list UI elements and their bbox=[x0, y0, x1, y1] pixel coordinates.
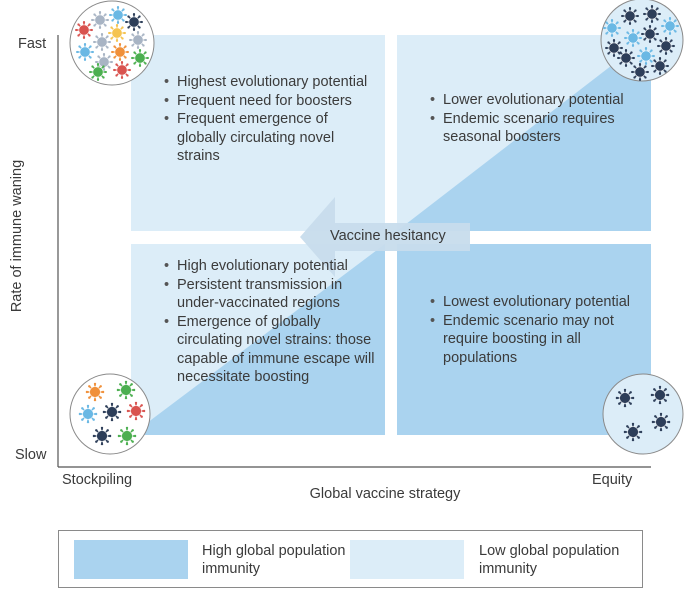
vaccine-hesitancy-label: Vaccine hesitancy bbox=[330, 228, 446, 244]
virus-particle bbox=[637, 47, 655, 65]
virus-particle bbox=[109, 6, 127, 24]
virus-particle bbox=[651, 57, 669, 75]
list-item: Endemic scenario may not require boostin… bbox=[430, 312, 644, 368]
legend-label-high: High global population immunity bbox=[202, 543, 346, 577]
virus-particle bbox=[603, 19, 621, 37]
virus-particle bbox=[76, 43, 94, 61]
virus-particle bbox=[89, 63, 107, 81]
x-axis-left-label: Stockpiling bbox=[62, 472, 133, 488]
virus-particle bbox=[117, 426, 137, 446]
virus-particle bbox=[125, 13, 143, 31]
few-virus-icon bbox=[602, 373, 684, 455]
list-item: High evolutionary potential bbox=[164, 257, 381, 276]
many-similar-virus-icon bbox=[600, 0, 684, 82]
list-item: Persistent transmission in under-vaccina… bbox=[164, 276, 381, 313]
x-axis-title: Global vaccine strategy bbox=[309, 486, 461, 502]
legend: High global population immunity Low glob… bbox=[58, 530, 643, 588]
mixed-virus-strains-icon bbox=[69, 373, 151, 455]
list-item: Lower evolutionary potential bbox=[430, 91, 644, 110]
y-axis-bottom-label: Slow bbox=[15, 447, 47, 463]
virus-particle bbox=[643, 5, 661, 23]
virus-particle bbox=[621, 7, 639, 25]
virus-particle bbox=[661, 17, 679, 35]
diverse-virus-strains-icon bbox=[69, 0, 155, 86]
virus-particle bbox=[92, 426, 112, 446]
virus-particle bbox=[129, 31, 147, 49]
virus-particle bbox=[85, 382, 105, 402]
virus-particle bbox=[617, 49, 635, 67]
virus-particle bbox=[615, 388, 635, 408]
virus-particle bbox=[624, 29, 642, 47]
virus-particle bbox=[91, 11, 109, 29]
virus-particle bbox=[605, 39, 623, 57]
list-item: Emergence of globally circulating novel … bbox=[164, 313, 381, 387]
list-item: Endemic scenario requires seasonal boost… bbox=[430, 110, 644, 147]
legend-swatch-high bbox=[74, 540, 188, 579]
list-item: Frequent emergence of globally circulati… bbox=[164, 110, 378, 166]
virus-particle bbox=[102, 402, 122, 422]
legend-swatch-low bbox=[350, 540, 464, 579]
virus-particle bbox=[650, 385, 670, 405]
quadrant-top-right-text: Lower evolutionary potential Endemic sce… bbox=[429, 91, 644, 147]
y-axis-title: Rate of immune waning bbox=[9, 159, 25, 313]
legend-label-low: Low global population immunity bbox=[479, 543, 620, 577]
virus-particle bbox=[108, 24, 126, 42]
quadrant-bottom-right-text: Lowest evolutionary potential Endemic sc… bbox=[429, 293, 644, 367]
virus-particle bbox=[641, 25, 659, 43]
virus-particle bbox=[116, 380, 136, 400]
virus-particle bbox=[113, 61, 131, 79]
virus-particle bbox=[126, 401, 146, 421]
virus-particle bbox=[131, 49, 149, 67]
y-axis-top-label: Fast bbox=[18, 36, 47, 52]
list-item: Highest evolutionary potential bbox=[164, 73, 378, 92]
virus-particle bbox=[78, 404, 98, 424]
x-axis-right-label: Equity bbox=[592, 472, 633, 488]
virus-particle bbox=[75, 21, 93, 39]
virus-particle bbox=[657, 37, 675, 55]
vaccine-hesitancy-arrow bbox=[300, 197, 470, 277]
virus-particle bbox=[651, 412, 671, 432]
list-item: Lowest evolutionary potential bbox=[430, 293, 644, 312]
virus-particle bbox=[111, 43, 129, 61]
virus-particle bbox=[93, 33, 111, 51]
list-item: Frequent need for boosters bbox=[164, 92, 378, 111]
virus-particle bbox=[623, 422, 643, 442]
quadrant-bottom-left-text: High evolutionary potential Persistent t… bbox=[163, 257, 381, 387]
virus-particle bbox=[631, 63, 649, 81]
quadrant-top-left-text: Highest evolutionary potential Frequent … bbox=[163, 73, 378, 166]
